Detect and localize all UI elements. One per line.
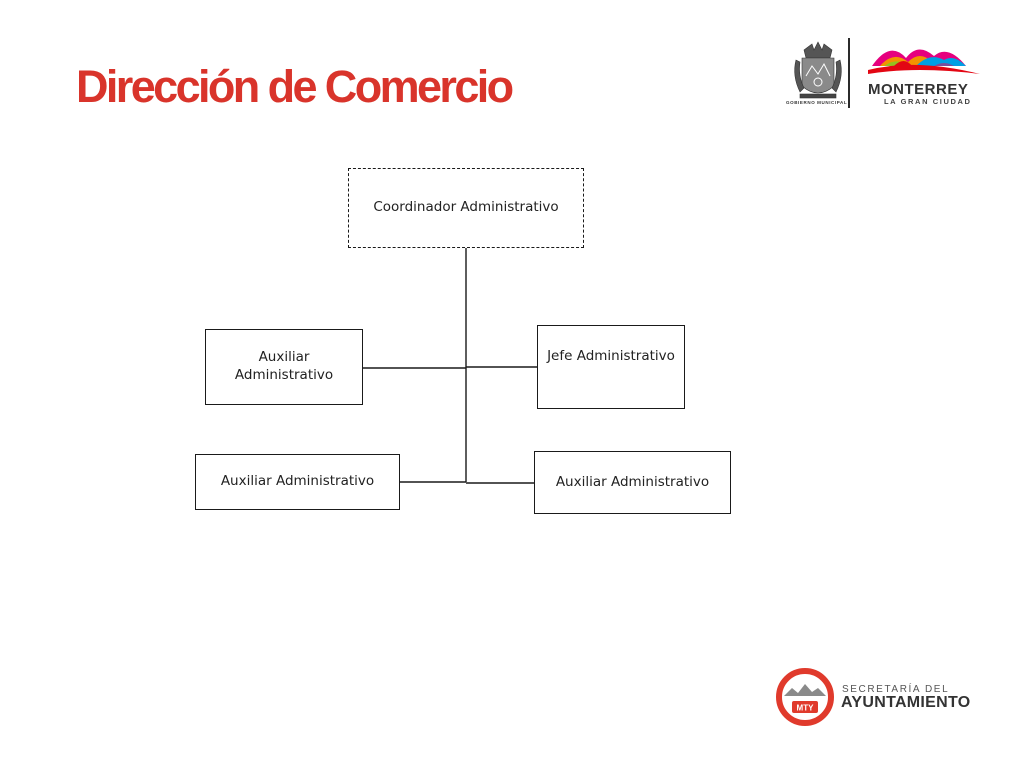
org-node-label: Coordinador Administrativo — [373, 199, 559, 216]
monterrey-tagline: LA GRAN CIUDAD — [884, 97, 972, 106]
org-node-jefe: Jefe Administrativo — [537, 325, 685, 409]
page-title: Dirección de Comercio — [76, 61, 514, 112]
monterrey-wordmark: MONTERREY — [868, 81, 969, 98]
ayuntamiento-label: AYUNTAMIENTO — [841, 694, 971, 711]
org-node-label: Auxiliar Administrativo — [220, 473, 375, 490]
org-node-auxiliar-left-2: Auxiliar Administrativo — [195, 454, 400, 510]
org-node-label: Auxiliar Administrativo — [234, 349, 334, 383]
mty-ring-logo-icon: MTY — [776, 668, 834, 726]
org-node-auxiliar-right-2: Auxiliar Administrativo — [534, 451, 731, 514]
org-node-label: Auxiliar Administrativo — [555, 473, 710, 490]
header-logo-divider — [848, 38, 850, 108]
org-node-label: Jefe Administrativo — [547, 348, 675, 364]
mty-badge-text: MTY — [797, 704, 815, 713]
org-node-auxiliar-left-1: Auxiliar Administrativo — [205, 329, 363, 405]
org-node-coordinador: Coordinador Administrativo — [348, 168, 584, 248]
seal-caption: GOBIERNO MUNICIPAL — [786, 100, 848, 105]
municipal-seal-icon — [794, 41, 980, 99]
secretaria-label: SECRETARÍA DEL — [842, 684, 950, 695]
